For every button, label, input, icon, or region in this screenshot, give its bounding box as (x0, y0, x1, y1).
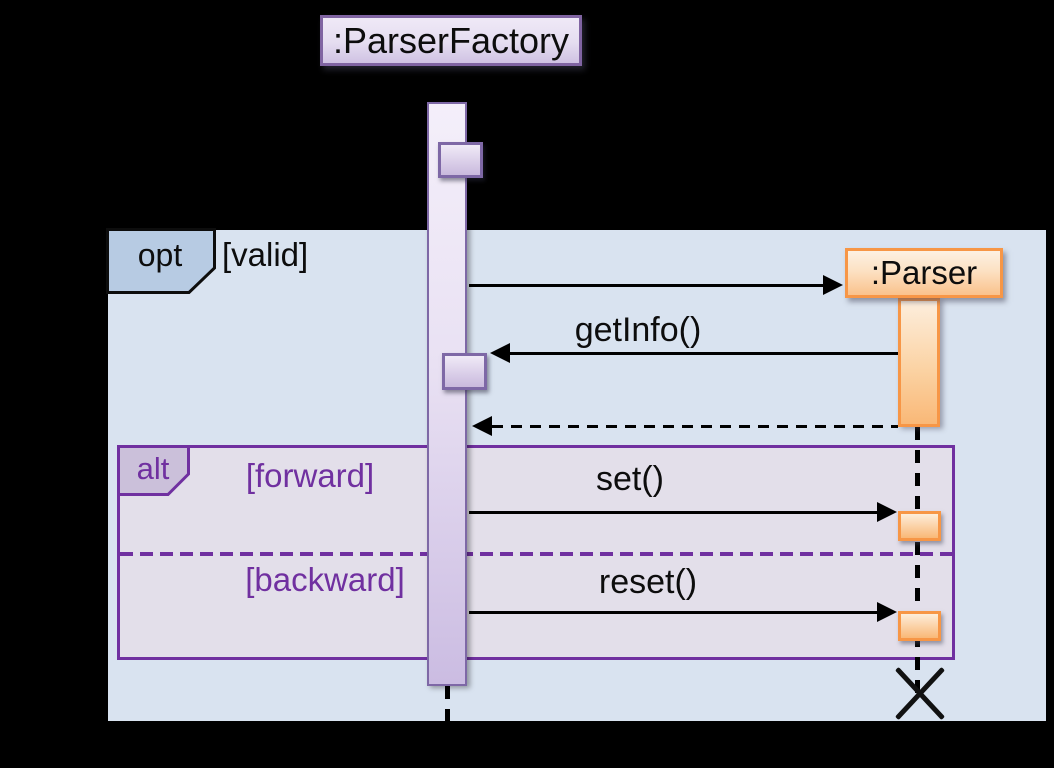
factory-nested-activation-2 (442, 353, 487, 390)
arrowhead-right-icon (877, 602, 897, 622)
factory-nested-activation-1 (438, 142, 483, 178)
create-message-line (469, 284, 825, 287)
opt-guard-label: [valid] (222, 236, 309, 273)
factory-object-box: :ParserFactory (320, 15, 582, 66)
opt-fragment-tab (106, 228, 216, 294)
reset-message-line (469, 611, 879, 614)
parser-lifeline (915, 427, 920, 693)
return-message-line (492, 425, 898, 428)
arrowhead-right-icon (877, 502, 897, 522)
getinfo-message-line (508, 352, 898, 355)
factory-activation-bar (427, 102, 467, 686)
alt-guard-forward: [forward] (245, 457, 375, 494)
alt-divider-line (120, 552, 952, 556)
reset-message-label: reset() (598, 563, 698, 601)
parser-exec-rect-reset (898, 611, 941, 641)
factory-lifeline (445, 686, 450, 724)
arrowhead-left-icon (490, 343, 510, 363)
set-message-line (469, 511, 879, 514)
alt-operator-label: alt (136, 451, 170, 486)
parser-object-box: :Parser (845, 248, 1003, 298)
opt-operator-label: opt (137, 237, 183, 273)
getinfo-message-label: getInfo() (574, 311, 702, 349)
parser-activation-bar (898, 298, 940, 427)
set-message-label: set() (596, 460, 664, 498)
alt-guard-backward: [backward] (245, 561, 405, 598)
alt-fragment-tab (117, 445, 190, 496)
arrowhead-left-icon (472, 416, 492, 436)
parser-exec-rect-set (898, 511, 941, 541)
arrowhead-right-icon (823, 275, 843, 295)
